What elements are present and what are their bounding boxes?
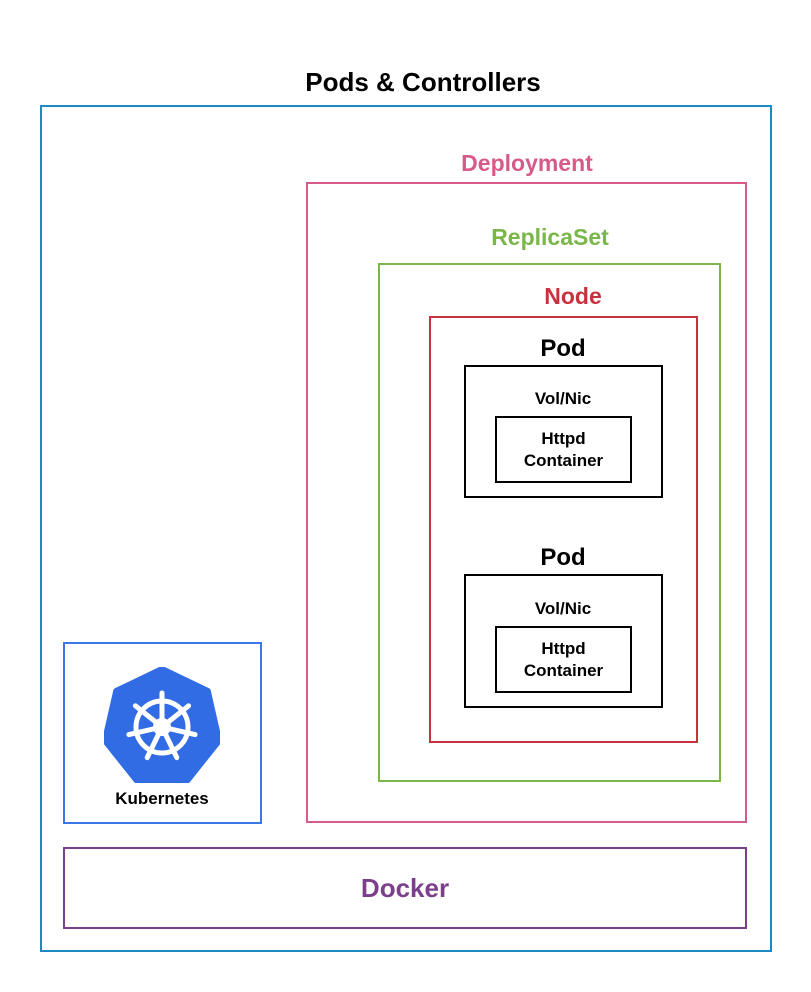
deployment-label: Deployment [461, 150, 593, 176]
pod-label: Pod [540, 335, 586, 362]
vol-nic-label: Vol/Nic [534, 599, 592, 618]
pod-box [464, 574, 663, 708]
container-line-2: Container [523, 660, 604, 680]
outer-frame [40, 105, 772, 952]
pod-label: Pod [540, 544, 586, 571]
replicaset-box [378, 263, 721, 782]
replicaset-label: ReplicaSet [491, 224, 609, 250]
docker-label: Docker [360, 872, 450, 903]
deployment-box [306, 182, 747, 823]
node-box [429, 316, 698, 743]
pod-box [464, 365, 663, 498]
vol-nic-label: Vol/Nic [534, 389, 592, 408]
docker-box: Docker [63, 847, 747, 929]
diagram-title: Pods & Controllers [305, 67, 541, 97]
httpd-container-box: Httpd Container [495, 416, 632, 483]
httpd-container-box: Httpd Container [495, 626, 632, 693]
container-line-1: Httpd [541, 638, 586, 658]
helm-wheel-icon [104, 667, 220, 783]
kubernetes-label: Kubernetes [115, 789, 209, 808]
kubernetes-box [63, 642, 262, 824]
node-label: Node [544, 283, 602, 309]
container-line-2: Container [523, 450, 604, 470]
container-line-1: Httpd [541, 428, 586, 448]
